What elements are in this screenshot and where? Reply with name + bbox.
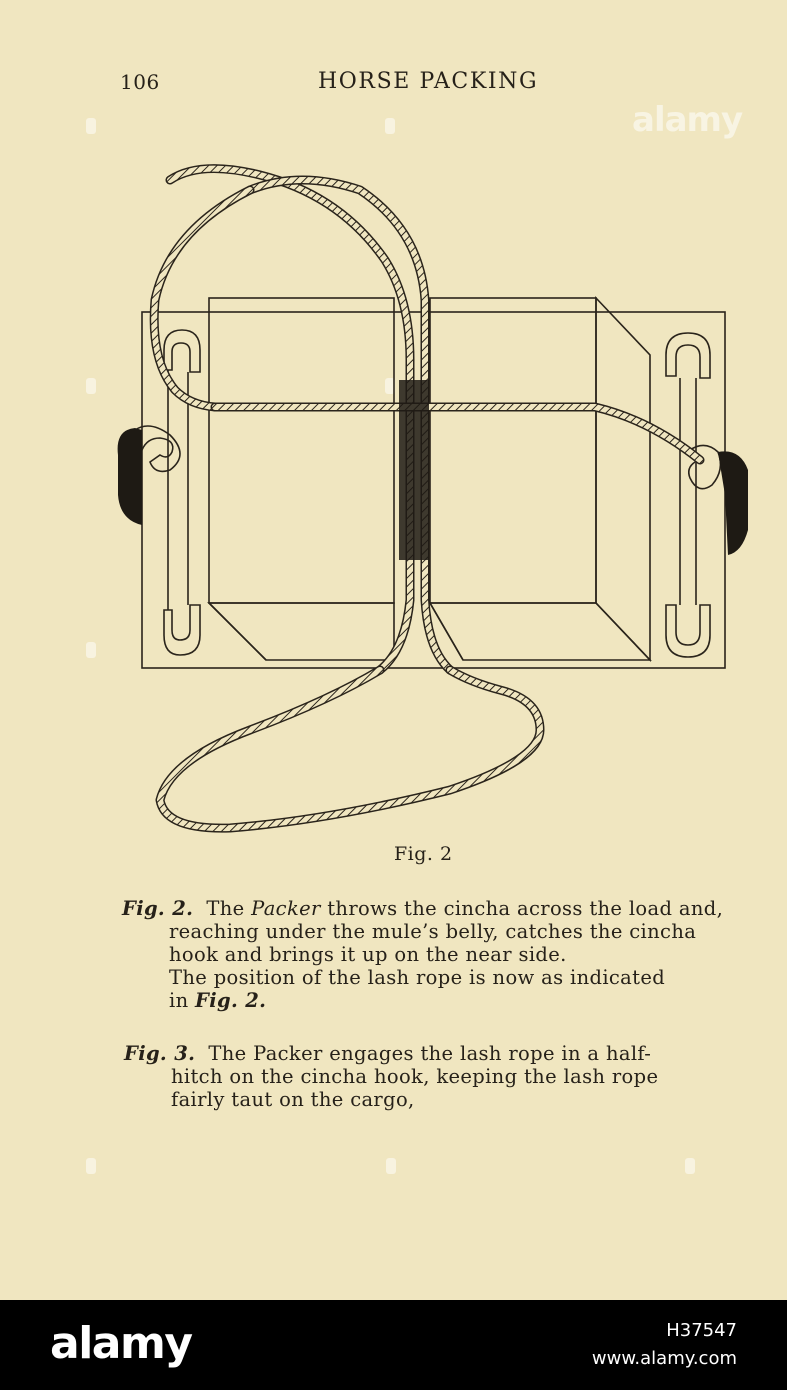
paragraph-fig-2: Fig. 2. The Packer throws the cincha acr… [122,897,747,1012]
text-run: in [169,989,196,1012]
image-code: H37547 [666,1320,737,1341]
paragraph-line: The position of the lash rope is now as … [169,966,666,989]
figure-label: Fig. 3. [124,1042,196,1065]
left-cincha-leather [117,428,142,525]
center-strap [399,380,429,560]
watermark-mark [86,378,96,394]
paragraph-line: hitch on the cincha hook, keeping the la… [171,1065,659,1088]
paragraph-line: Fig. 3. The Packer engages the lash rope… [124,1042,749,1065]
book-page: 106 HORSE PACKING alamy [86,69,749,1174]
text-run: The [206,897,252,920]
cargo-box-frame [141,295,726,669]
italic-run: Fig. 2. [195,989,267,1012]
left-hooks [134,329,201,656]
watermark-mark [385,118,395,134]
page-number: 106 [120,70,160,94]
paragraph-line: Fig. 2. The Packer throws the cincha acr… [122,897,747,920]
paragraph-line: in Fig. 2. [122,989,747,1012]
paragraph-fig-3: Fig. 3. The Packer engages the lash rope… [124,1042,749,1111]
figure-label: Fig. 2. [122,897,194,920]
watermark-mark [386,1158,396,1174]
paragraph-line: hook and brings it up on the near side. [169,943,567,966]
figure-caption: Fig. 2 [394,843,453,865]
paragraph-line: reaching under the mule’s belly, catches… [169,920,697,943]
pack-rope-illustration [117,164,748,833]
text-run: The Packer engages the lash rope in a ha… [208,1042,652,1065]
watermark-mark [685,1158,695,1174]
text-run: throws the cincha across the load and, [320,897,724,920]
footer-url[interactable]: www.alamy.com [591,1348,737,1369]
watermark-mark [86,1158,96,1174]
right-hooks [665,332,722,658]
footer-bar: alamy H37547 www.alamy.com [0,1300,787,1390]
watermark-mark [86,118,96,134]
right-cincha-leather [718,451,748,555]
watermark-mark [385,378,395,394]
footer-logo: alamy [50,1318,193,1369]
running-head: HORSE PACKING [318,69,539,94]
watermark-logo: alamy [632,100,743,140]
watermark-mark [86,642,96,658]
lash-rope [149,164,705,833]
paragraph-line: fairly taut on the cargo, [171,1088,415,1111]
italic-run: Packer [251,897,321,920]
